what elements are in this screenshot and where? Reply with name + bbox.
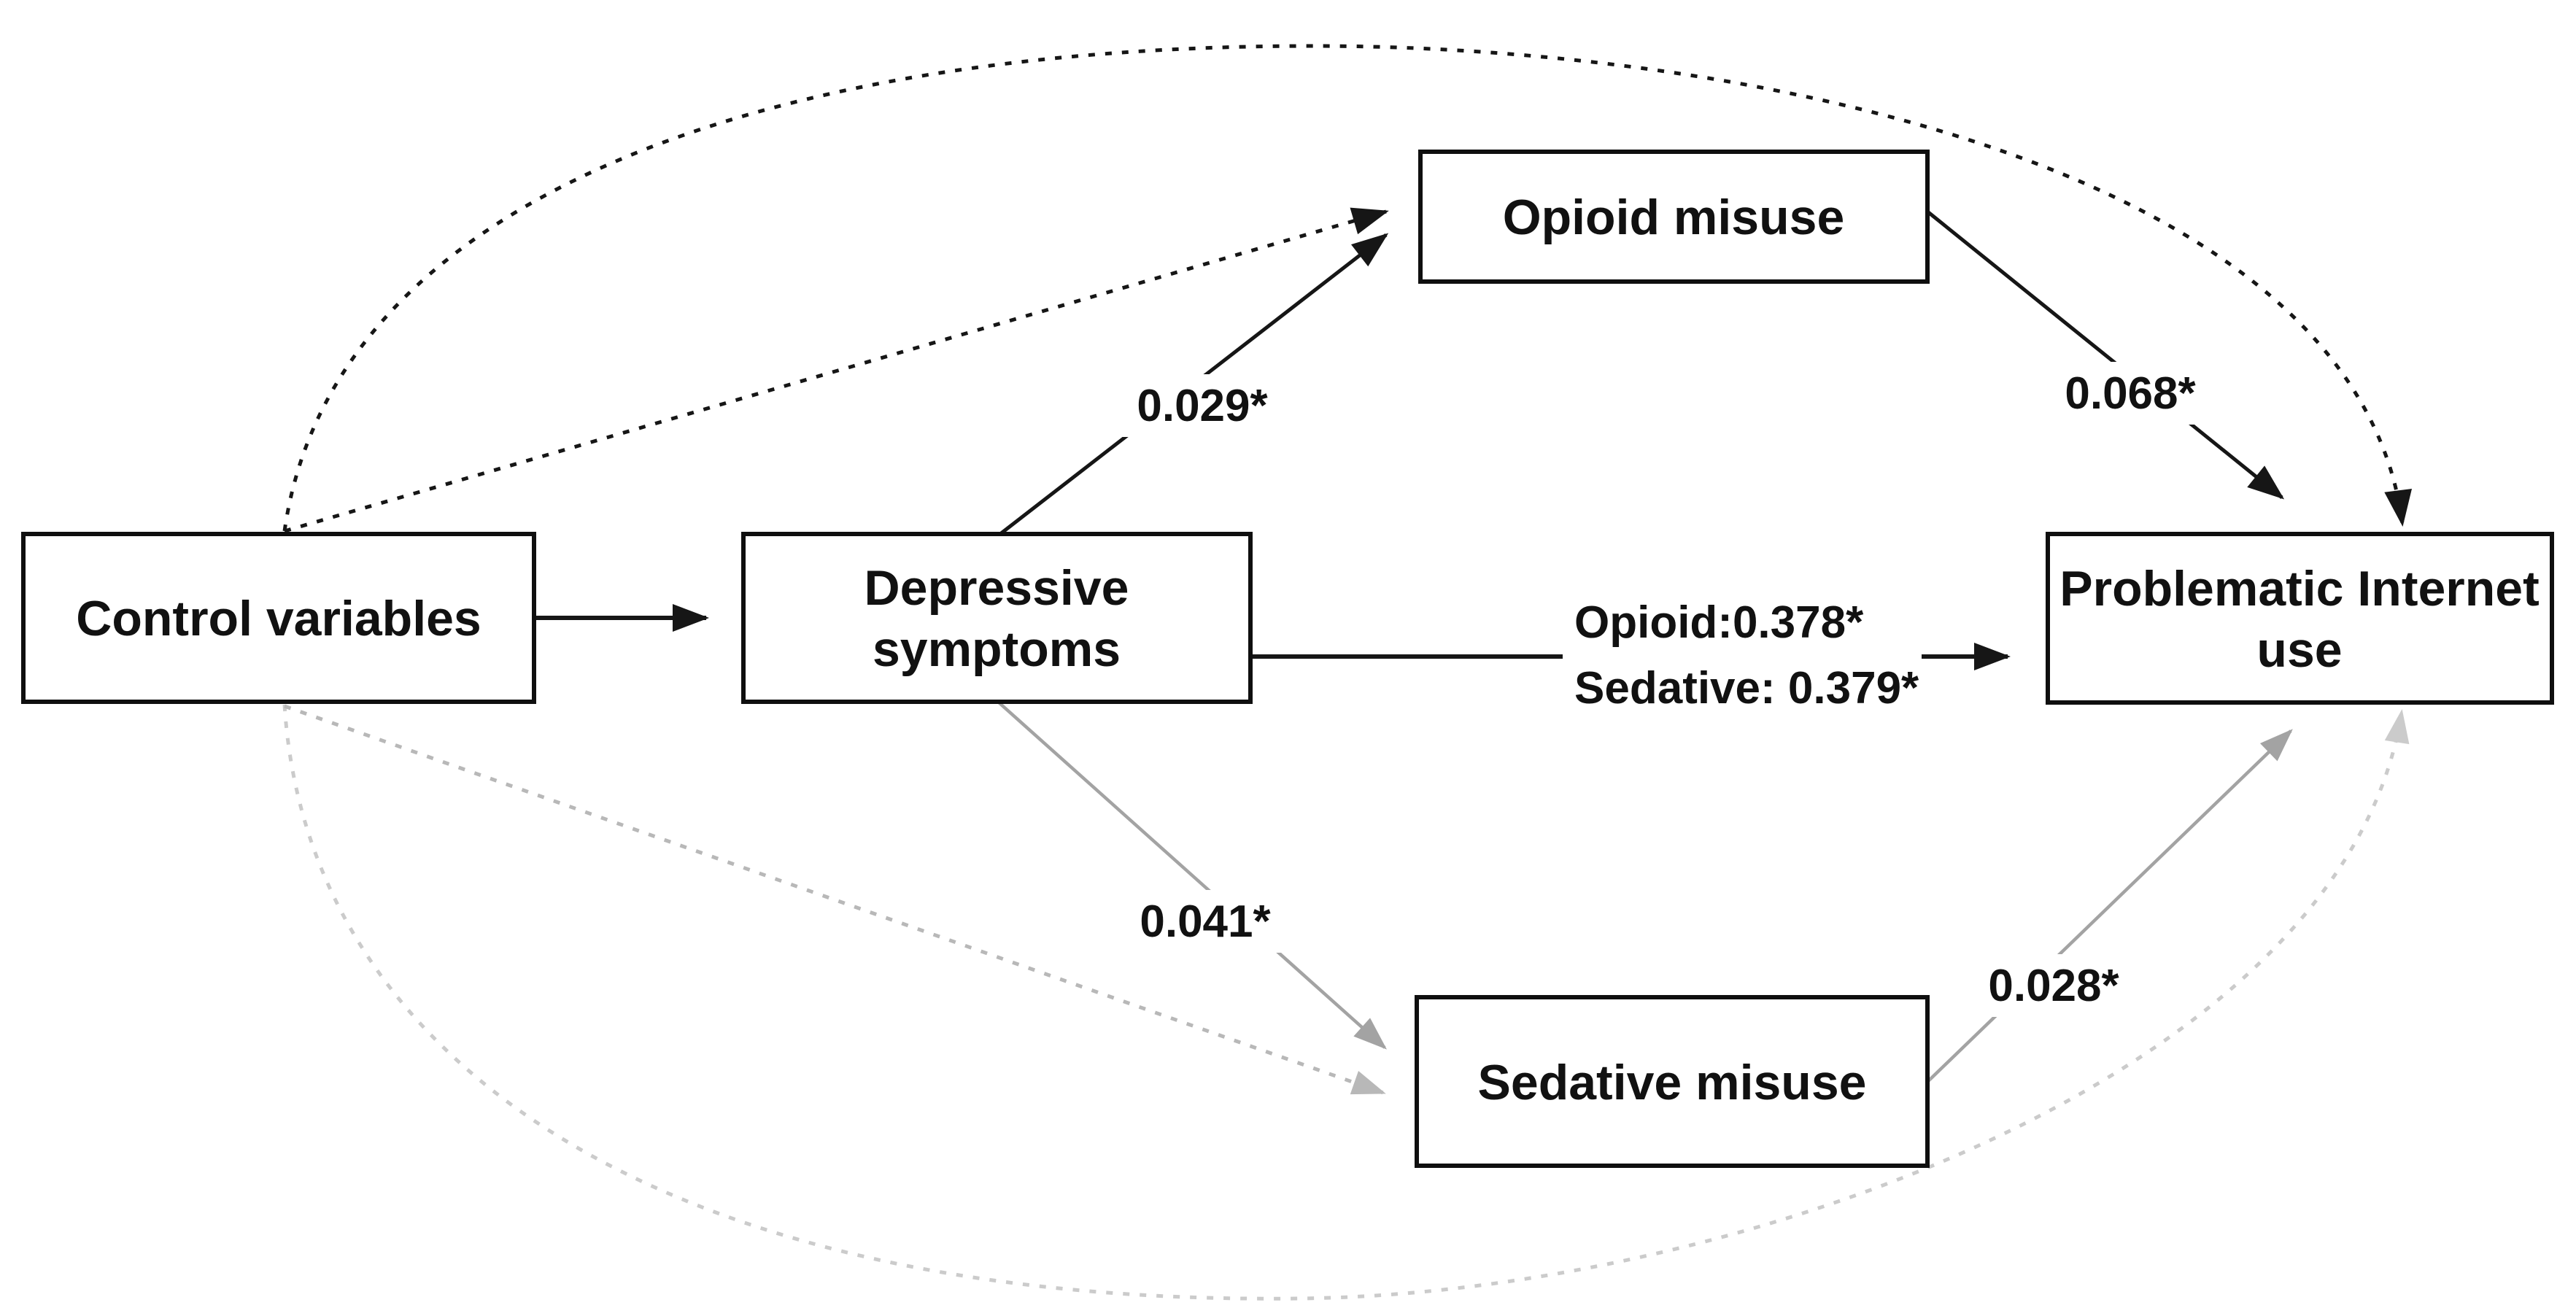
label-bg-depressive-opioid [1115,374,1290,437]
edge-label-opioid-piu: 0.068* [2065,368,2196,419]
edge-label-depressive-piu-line1: Opioid:0.378* [1574,597,1864,648]
node-sedative-misuse-label: Sedative misuse [1478,1055,1867,1110]
edge-sedative-piu [1926,729,2293,1083]
node-opioid-misuse: Opioid misuse [1418,150,1930,284]
node-problematic-internet-use: Problematic Internet use [2046,532,2554,705]
edge-control-opioid [284,207,1389,533]
node-depressive-symptoms-label-line2: symptoms [873,622,1121,677]
node-control-variables: Control variables [21,532,536,704]
label-bg-sedative-piu [1966,954,2141,1017]
node-problematic-internet-use-label-line2: use [2256,622,2342,678]
edge-label-sedative-piu: 0.028* [1988,961,2119,1011]
node-control-variables-label: Control variables [76,591,481,646]
node-problematic-internet-use-label-line1: Problematic Internet [2059,561,2540,616]
node-sedative-misuse-box [1415,995,1930,1168]
label-bg-depressive-sedative [1118,890,1293,953]
edge-depressive-sedative [997,700,1387,1050]
edge-opioid-piu [1926,210,2285,500]
label-bg-opioid-piu [2043,362,2218,425]
node-control-variables-box [21,532,536,704]
edge-label-depressive-sedative: 0.041* [1140,897,1271,947]
node-depressive-symptoms: Depressive symptoms [741,532,1253,704]
label-bg-depressive-piu [1563,589,1922,724]
node-opioid-misuse-box [1418,150,1930,284]
edge-control-piu-bottom-curve [282,704,2410,1301]
edge-control-piu-top-curve [282,44,2412,532]
node-depressive-symptoms-label-line1: Depressive [865,560,1129,616]
node-depressive-symptoms-box [741,532,1253,704]
node-sedative-misuse: Sedative misuse [1415,995,1930,1168]
node-opioid-misuse-label: Opioid misuse [1503,190,1845,245]
edge-label-depressive-opioid: 0.029* [1137,381,1268,431]
node-problematic-internet-use-box [2046,532,2554,705]
edge-label-depressive-piu-line2: Sedative: 0.379* [1574,663,1919,713]
